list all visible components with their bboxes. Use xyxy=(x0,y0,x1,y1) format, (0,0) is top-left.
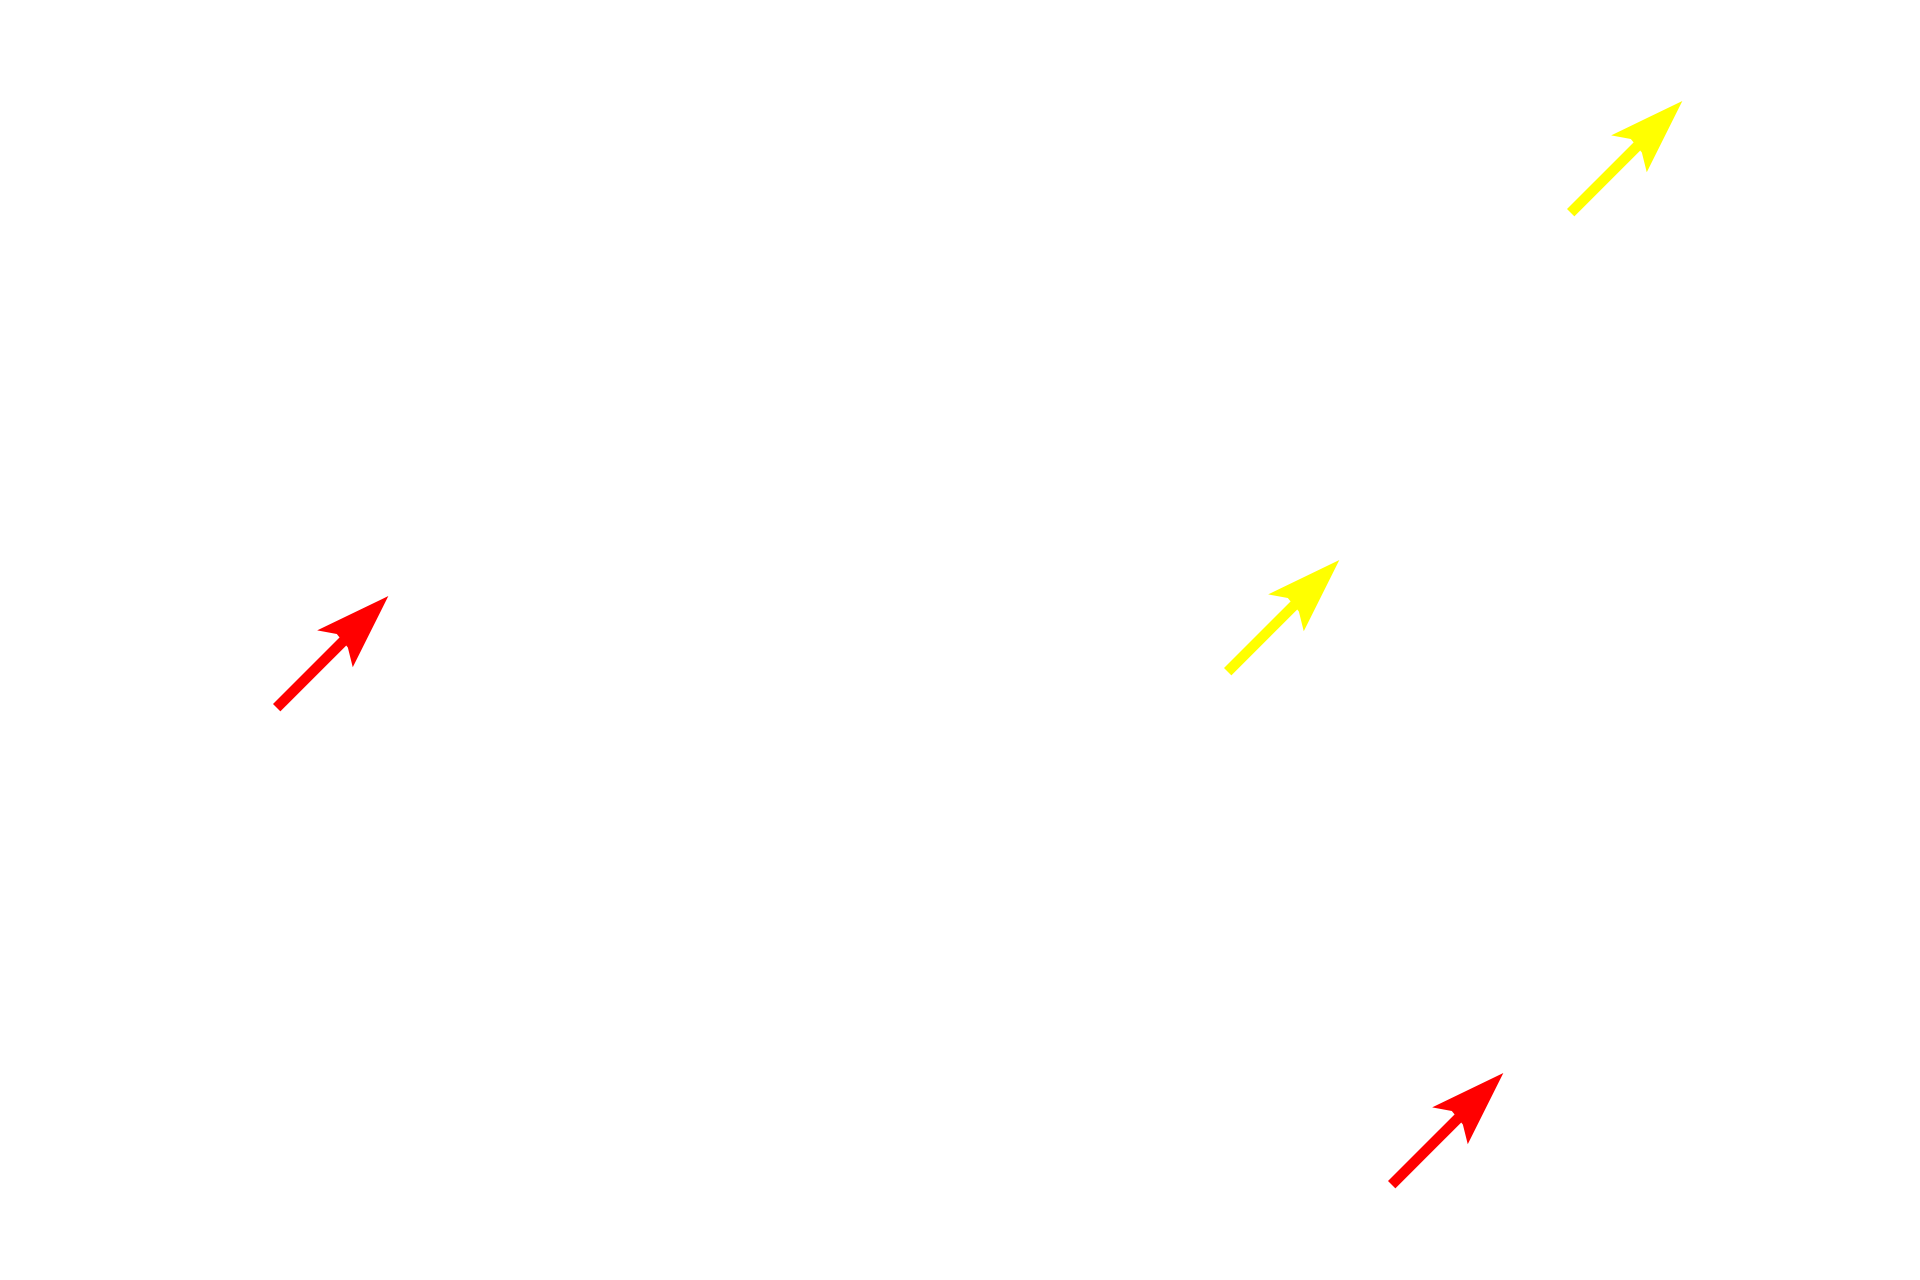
yellow-arrow-center-right xyxy=(1224,560,1340,676)
red-arrow-bottom-right xyxy=(1388,1073,1504,1189)
red-arrow-left xyxy=(273,596,389,712)
yellow-arrow-top-right xyxy=(1567,101,1683,217)
